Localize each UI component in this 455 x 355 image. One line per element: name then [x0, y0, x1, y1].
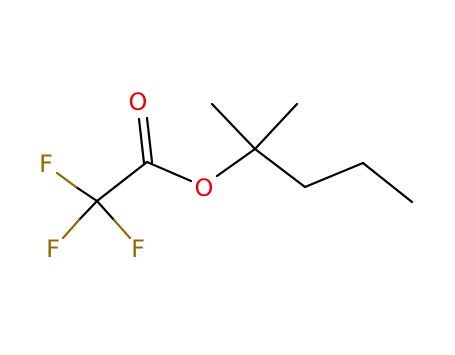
- bond-chain-3: [361, 161, 414, 204]
- bond-cq-methyl-right: [253, 102, 299, 151]
- bond-c-cf3: [95, 160, 149, 203]
- bond-cf-left-gold: [55, 171, 78, 189]
- bond-cf-left-black: [74, 185, 99, 203]
- bond-cf-bl-black: [77, 199, 99, 222]
- bond-carbonyl-a: [137, 117, 146, 165]
- bond-chain-2: [303, 161, 365, 189]
- atom-fluorine-bottom-right: F: [131, 235, 145, 263]
- bond-c-o-ester: [145, 160, 193, 183]
- bond-cq-methyl-left: [210, 102, 257, 151]
- bond-o-cq: [215, 147, 257, 178]
- bond-cf-bl-gold: [61, 218, 81, 240]
- bond-cf-br-black: [95, 199, 116, 222]
- atom-fluorine-bottom-left: F: [46, 235, 60, 263]
- bond-chain-1: [253, 147, 307, 189]
- atom-oxygen-carbonyl: O: [129, 88, 148, 116]
- atom-fluorine-left: F: [39, 150, 53, 178]
- bond-cf-br-gold: [112, 218, 132, 240]
- bond-carbonyl-b: [145, 116, 154, 164]
- atom-oxygen-ester: O: [195, 174, 214, 202]
